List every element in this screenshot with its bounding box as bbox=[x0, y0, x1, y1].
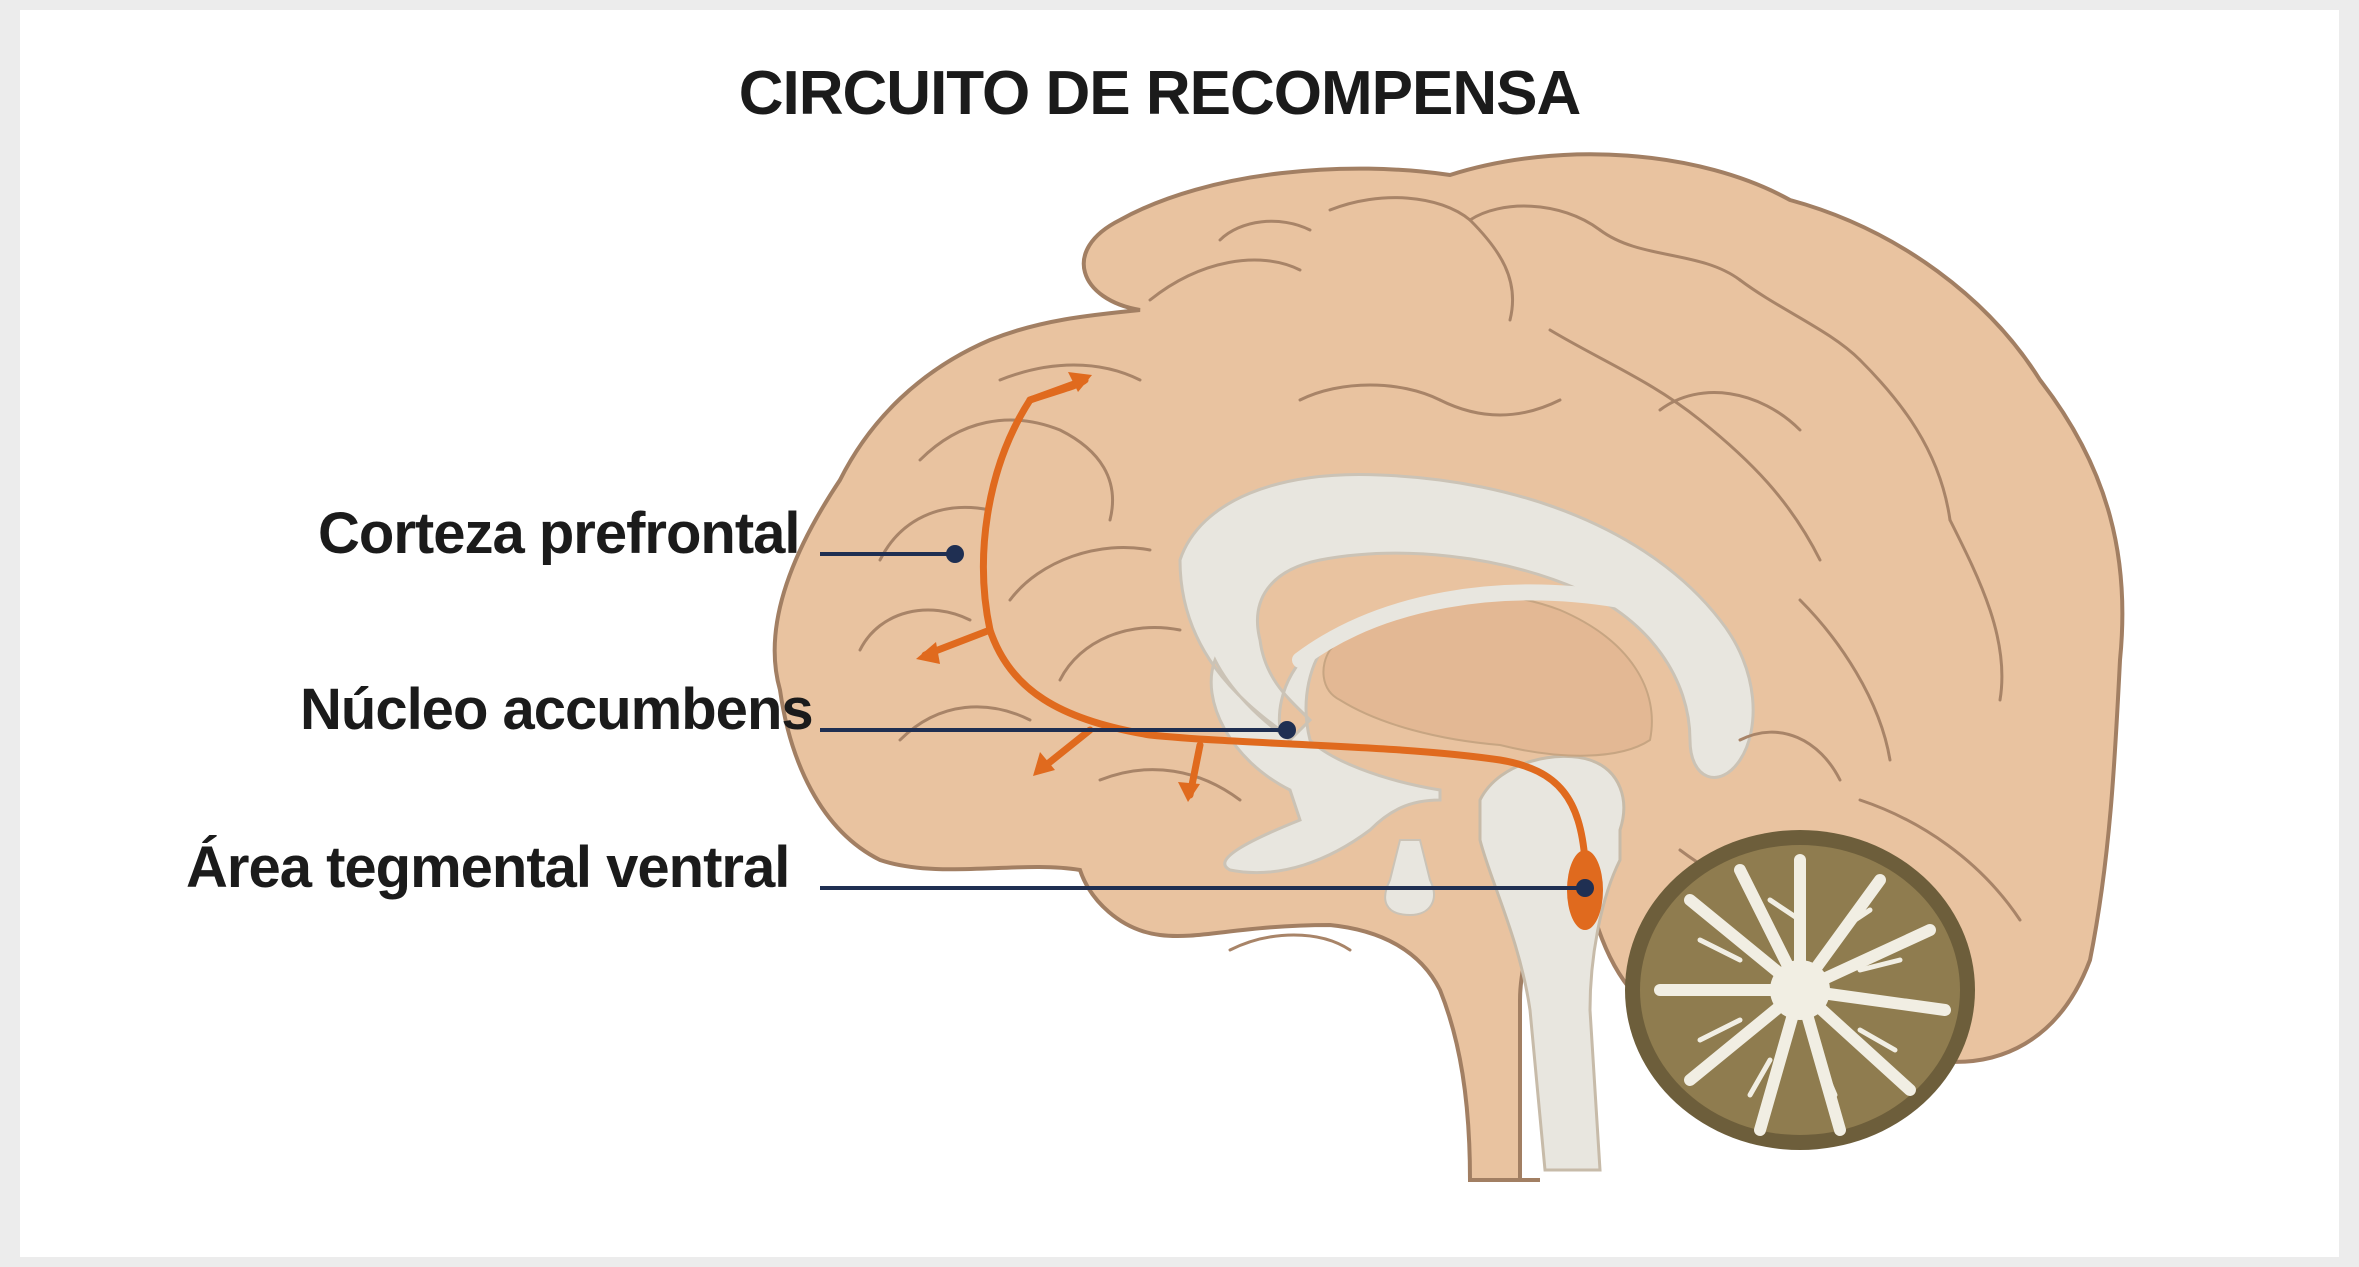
label-ventral-tegmental-area: Área tegmental ventral bbox=[186, 835, 790, 900]
fornix bbox=[1292, 584, 1628, 668]
sulci bbox=[858, 196, 2022, 952]
label-nucleus-accumbens: Núcleo accumbens bbox=[300, 677, 814, 742]
pointer-dot-prefrontal bbox=[946, 545, 964, 563]
corpus-callosum bbox=[1178, 472, 1755, 875]
pituitary bbox=[1384, 839, 1435, 917]
cerebellum bbox=[1625, 830, 1975, 1150]
pointer-lines bbox=[820, 545, 1594, 897]
label-prefrontal-cortex: Corteza prefrontal bbox=[318, 501, 801, 566]
pointer-dot-vta bbox=[1576, 879, 1594, 897]
pathway-arrowheads bbox=[916, 372, 1200, 802]
pointer-dot-accumbens bbox=[1278, 721, 1296, 739]
diagram-title: CIRCUITO DE RECOMPENSA bbox=[738, 59, 1582, 128]
